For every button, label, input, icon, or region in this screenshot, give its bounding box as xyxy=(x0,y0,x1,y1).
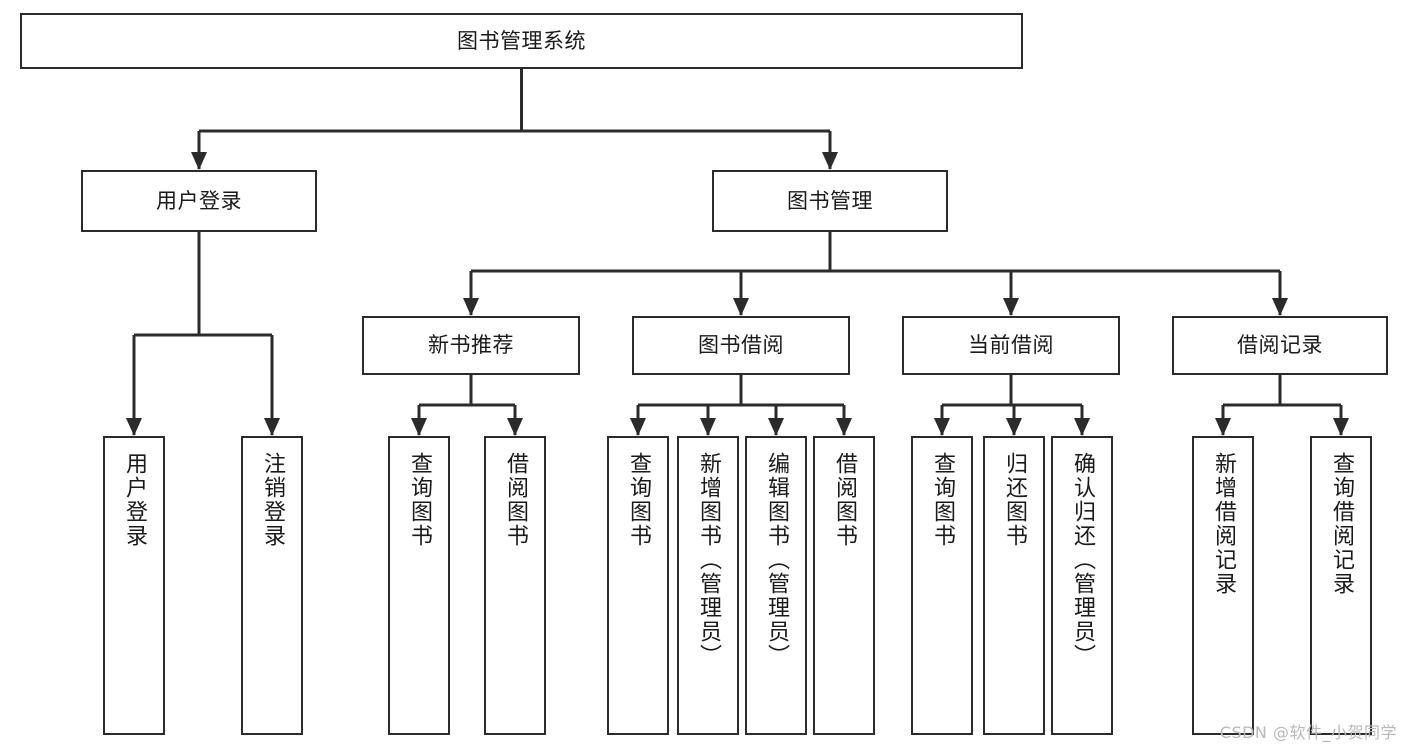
arrow-head-icon xyxy=(822,152,838,170)
node-label: 归还图书 xyxy=(1002,452,1027,548)
node-label: 编辑图书（管理员） xyxy=(764,452,789,668)
node-label: 查询借阅记录 xyxy=(1329,452,1354,596)
node-label: 确认归还（管理员） xyxy=(1070,452,1095,668)
node-label: 图书管理系统 xyxy=(457,28,586,53)
node-label: 注销登录 xyxy=(260,452,285,548)
node-leaf-rec-add[interactable]: 新增借阅记录 xyxy=(1192,436,1254,735)
node-label: 图书管理 xyxy=(787,188,873,213)
node-label: 借阅图书 xyxy=(503,452,528,548)
node-leaf-user-logout[interactable]: 注销登录 xyxy=(241,436,303,735)
node-label: 新增借阅记录 xyxy=(1211,452,1236,596)
node-label: 新书推荐 xyxy=(428,333,514,358)
arrow-head-icon xyxy=(463,298,479,316)
node-leaf-bor-query[interactable]: 查询图书 xyxy=(607,436,669,735)
node-leaf-cur-confirm[interactable]: 确认归还（管理员） xyxy=(1051,436,1113,735)
node-newbook[interactable]: 新书推荐 xyxy=(362,316,580,375)
arrow-head-icon xyxy=(1006,418,1022,436)
node-current[interactable]: 当前借阅 xyxy=(902,316,1120,375)
arrow-head-icon xyxy=(126,418,142,436)
arrow-head-icon xyxy=(1272,298,1288,316)
node-leaf-bor-add[interactable]: 新增图书（管理员） xyxy=(677,436,739,735)
node-label: 用户登录 xyxy=(122,452,147,548)
node-leaf-new-borrow[interactable]: 借阅图书 xyxy=(484,436,546,735)
node-label: 查询图书 xyxy=(407,452,432,548)
arrow-head-icon xyxy=(700,418,716,436)
arrow-head-icon xyxy=(1215,418,1231,436)
node-label: 图书借阅 xyxy=(698,333,784,358)
node-label: 借阅记录 xyxy=(1237,333,1323,358)
node-root[interactable]: 图书管理系统 xyxy=(20,13,1023,69)
node-leaf-bor-borrow[interactable]: 借阅图书 xyxy=(813,436,875,735)
node-leaf-cur-query[interactable]: 查询图书 xyxy=(911,436,973,735)
arrow-head-icon xyxy=(768,418,784,436)
arrow-head-icon xyxy=(1003,298,1019,316)
node-leaf-rec-query[interactable]: 查询借阅记录 xyxy=(1310,436,1372,735)
node-label: 新增图书（管理员） xyxy=(696,452,721,668)
arrow-head-icon xyxy=(733,298,749,316)
arrow-head-icon xyxy=(934,418,950,436)
arrow-head-icon xyxy=(836,418,852,436)
node-label: 查询图书 xyxy=(626,452,651,548)
node-bookmgmt[interactable]: 图书管理 xyxy=(712,170,948,232)
node-login[interactable]: 用户登录 xyxy=(81,170,317,232)
arrow-head-icon xyxy=(1333,418,1349,436)
node-leaf-new-query[interactable]: 查询图书 xyxy=(388,436,450,735)
node-label: 用户登录 xyxy=(156,188,242,213)
node-records[interactable]: 借阅记录 xyxy=(1172,316,1388,375)
node-label: 借阅图书 xyxy=(832,452,857,548)
arrow-head-icon xyxy=(264,418,280,436)
node-label: 当前借阅 xyxy=(968,333,1054,358)
arrow-head-icon xyxy=(507,418,523,436)
node-label: 查询图书 xyxy=(930,452,955,548)
arrow-head-icon xyxy=(1074,418,1090,436)
node-borrow[interactable]: 图书借阅 xyxy=(632,316,850,375)
arrow-head-icon xyxy=(630,418,646,436)
arrow-head-icon xyxy=(191,152,207,170)
watermark: CSDN @软件_小贺同学 xyxy=(1219,723,1397,742)
node-leaf-user-login[interactable]: 用户登录 xyxy=(103,436,165,735)
node-leaf-bor-edit[interactable]: 编辑图书（管理员） xyxy=(745,436,807,735)
arrow-head-icon xyxy=(411,418,427,436)
node-leaf-cur-return[interactable]: 归还图书 xyxy=(983,436,1045,735)
